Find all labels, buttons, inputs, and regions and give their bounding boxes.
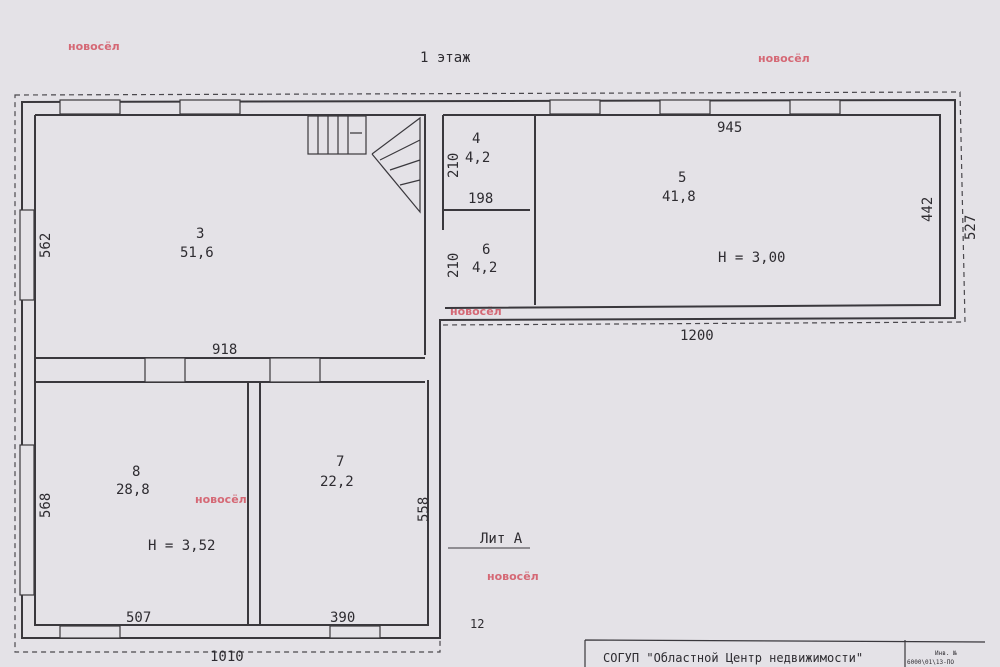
svg-text:новосёл: новосёл xyxy=(487,570,539,583)
svg-text:210: 210 xyxy=(446,253,462,278)
floor-title: 1 этаж xyxy=(420,50,471,66)
svg-text:442: 442 xyxy=(920,197,936,222)
title-stamp: СОГУП "Областной Центр недвижимости" Инв… xyxy=(584,639,986,667)
svg-text:4: 4 xyxy=(472,131,480,147)
svg-text:СОГУП "Областной Центр недвижи: СОГУП "Областной Центр недвижимости" xyxy=(603,651,863,665)
svg-text:558: 558 xyxy=(416,497,432,522)
svg-text:562: 562 xyxy=(38,233,54,258)
svg-text:7: 7 xyxy=(336,454,344,470)
lit-label: Лит А xyxy=(480,531,523,547)
svg-text:4,2: 4,2 xyxy=(472,260,497,276)
svg-text:новосёл: новосёл xyxy=(195,493,247,506)
room-7: 722,2 xyxy=(320,454,354,490)
svg-text:22,2: 22,2 xyxy=(320,474,354,490)
mark-12: 12 xyxy=(470,617,484,631)
windows xyxy=(19,99,841,639)
svg-text:1200: 1200 xyxy=(680,328,714,344)
svg-text:945: 945 xyxy=(717,120,742,136)
room-8: 828,8 xyxy=(116,464,150,498)
svg-text:198: 198 xyxy=(468,191,493,207)
svg-text:390: 390 xyxy=(330,610,355,626)
svg-text:28,8: 28,8 xyxy=(116,482,150,498)
svg-text:8: 8 xyxy=(132,464,140,480)
svg-text:527: 527 xyxy=(963,215,979,240)
svg-text:568: 568 xyxy=(38,493,54,518)
svg-text:6000\01\13-ПО: 6000\01\13-ПО xyxy=(907,659,954,666)
svg-text:41,8: 41,8 xyxy=(662,189,696,205)
svg-text:210: 210 xyxy=(446,153,462,178)
ceiling-height-2: H = 3,52 xyxy=(148,538,215,554)
svg-text:новосёл: новосёл xyxy=(68,40,120,53)
svg-text:новосёл: новосёл xyxy=(758,52,810,65)
svg-text:4,2: 4,2 xyxy=(465,150,490,166)
room-4: 44,2 xyxy=(465,131,490,166)
walls xyxy=(21,98,956,639)
svg-text:507: 507 xyxy=(126,610,151,626)
room-3: 351,6 xyxy=(180,226,214,261)
staircase xyxy=(307,115,421,214)
watermark-logo: новосёл новосёл новосёл новосёл новосёл xyxy=(68,40,810,583)
svg-text:5: 5 xyxy=(678,170,686,186)
svg-text:3: 3 xyxy=(196,226,204,242)
outer-boundary xyxy=(14,91,966,653)
svg-text:51,6: 51,6 xyxy=(180,245,214,261)
svg-text:6: 6 xyxy=(482,242,490,258)
room-5: 541,8 xyxy=(662,170,696,205)
room-6: 64,2 xyxy=(472,242,497,276)
svg-text:1010: 1010 xyxy=(210,649,244,665)
dimensions: 945 527 442 1200 562 918 210 210 198 568… xyxy=(38,120,979,665)
ceiling-height-1: H = 3,00 xyxy=(718,250,785,266)
svg-text:918: 918 xyxy=(212,342,237,358)
svg-text:Инв. №: Инв. № xyxy=(935,650,957,657)
